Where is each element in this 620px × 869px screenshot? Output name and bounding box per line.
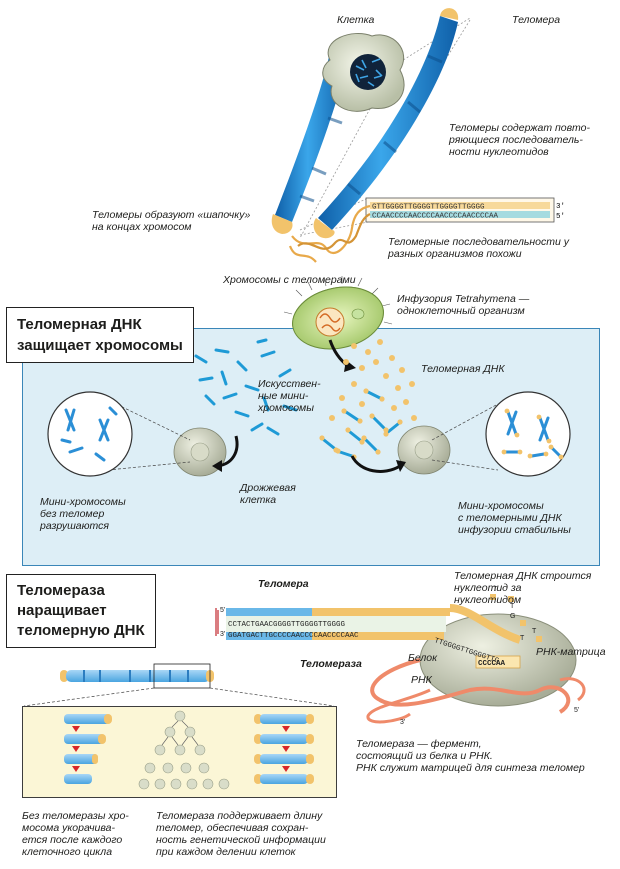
section-title-telomerase: Теломераза наращивает теломерную ДНК (6, 574, 156, 648)
pyramid-arrows (161, 720, 199, 746)
dna-helix (288, 204, 371, 263)
small-chromosome (23, 663, 335, 707)
dividing-cells-pyramid (138, 710, 230, 790)
svg-text:3': 3' (400, 719, 405, 726)
svg-text:5': 5' (574, 707, 579, 714)
svg-text:T: T (532, 628, 537, 635)
maintained-chromosomes (254, 714, 314, 784)
svg-text:T: T (493, 586, 498, 593)
tetrahymena-note: Инфузория Tetrahymena — одноклеточный ор… (397, 293, 530, 317)
dna-top-seq: CCTACTGAACGGGGTTGGGGTTGGGG (228, 621, 346, 629)
zoom-circle-right (431, 391, 571, 477)
with-telomerase-caption: Теломераза поддерживает длину теломер, о… (156, 810, 326, 858)
caps-note: Теломеры образуют «шапочку» на концах хр… (92, 209, 251, 233)
cell-illustration (322, 32, 405, 112)
zoom-circle-left (47, 391, 191, 477)
arrow-into-right-yeast (350, 455, 401, 473)
svg-text:5': 5' (220, 607, 225, 614)
tetrahymena-overlay (292, 286, 384, 350)
capped-mini-chromosomes (319, 388, 403, 460)
repeats-note: Теломеры содержат повто- ряющиеся послед… (449, 122, 590, 158)
built-note: Теломерная ДНК строится нуклеотид за нук… (454, 570, 592, 606)
rna-template-seq: CCCCAA (478, 660, 506, 668)
rna-label: РНК (411, 674, 432, 686)
telomere-label-bottom: Теломера (258, 578, 309, 590)
seq-top-text: GTTGGGGTTGGGGTTGGGGTTGGGG (372, 204, 485, 212)
similar-note: Теломерные последовательности у разных о… (388, 236, 570, 260)
left-caption: Мини-хромосомы без теломер разрушаются (40, 496, 126, 532)
protein-label: Белок (408, 652, 438, 664)
svg-text:T: T (510, 603, 515, 610)
telomere-sequence-box: GTTGGGGTTGGGGTTGGGGTTGGGG CCAACCCCAACCCC… (365, 197, 565, 223)
svg-text:3': 3' (556, 203, 565, 211)
svg-text:5': 5' (556, 213, 565, 221)
artificial-chromosomes-label: Искусствен- ные мини- хромосомы (258, 378, 321, 414)
yeast-cell-right (397, 425, 451, 475)
chromosome-right-arm (313, 8, 459, 239)
seq-bottom-text: CCAACCCCAACCCCAACCCCAACCCCAA (372, 213, 499, 221)
svg-text:3': 3' (220, 631, 225, 638)
yeast-cell-label: Дрожжевая клетка (240, 482, 296, 506)
shortening-chromosomes (64, 714, 112, 784)
dna-bottom-seq: GGATGACTTGCCCCAACCCCAACCCCAAC (228, 632, 359, 640)
telomeric-dna-label: Теломерная ДНК (421, 363, 505, 375)
right-caption: Мини-хромосомы с теломерными ДНК инфузор… (458, 500, 571, 536)
telomerase-label: Теломераза (300, 658, 362, 670)
telomeric-dna-dots (329, 339, 417, 421)
svg-text:G: G (510, 613, 515, 620)
rna-template-label: РНК-матрица (536, 646, 606, 658)
section-title-protection: Теломерная ДНК защищает хромосомы (6, 307, 194, 363)
svg-text:T: T (520, 635, 525, 642)
cell-label: Клетка (337, 14, 375, 26)
yeast-cell-left (173, 427, 227, 477)
without-telomerase-caption: Без теломеразы хро- мосома укорачива- ет… (22, 810, 129, 858)
chromosomes-caption: Хромосомы с теломерами (223, 274, 356, 286)
mini-chromosomes-scatter (194, 338, 298, 436)
enzyme-note: Теломераза — фермент, состоящий из белка… (356, 738, 585, 774)
telomere-label-top: Теломера (512, 14, 561, 26)
